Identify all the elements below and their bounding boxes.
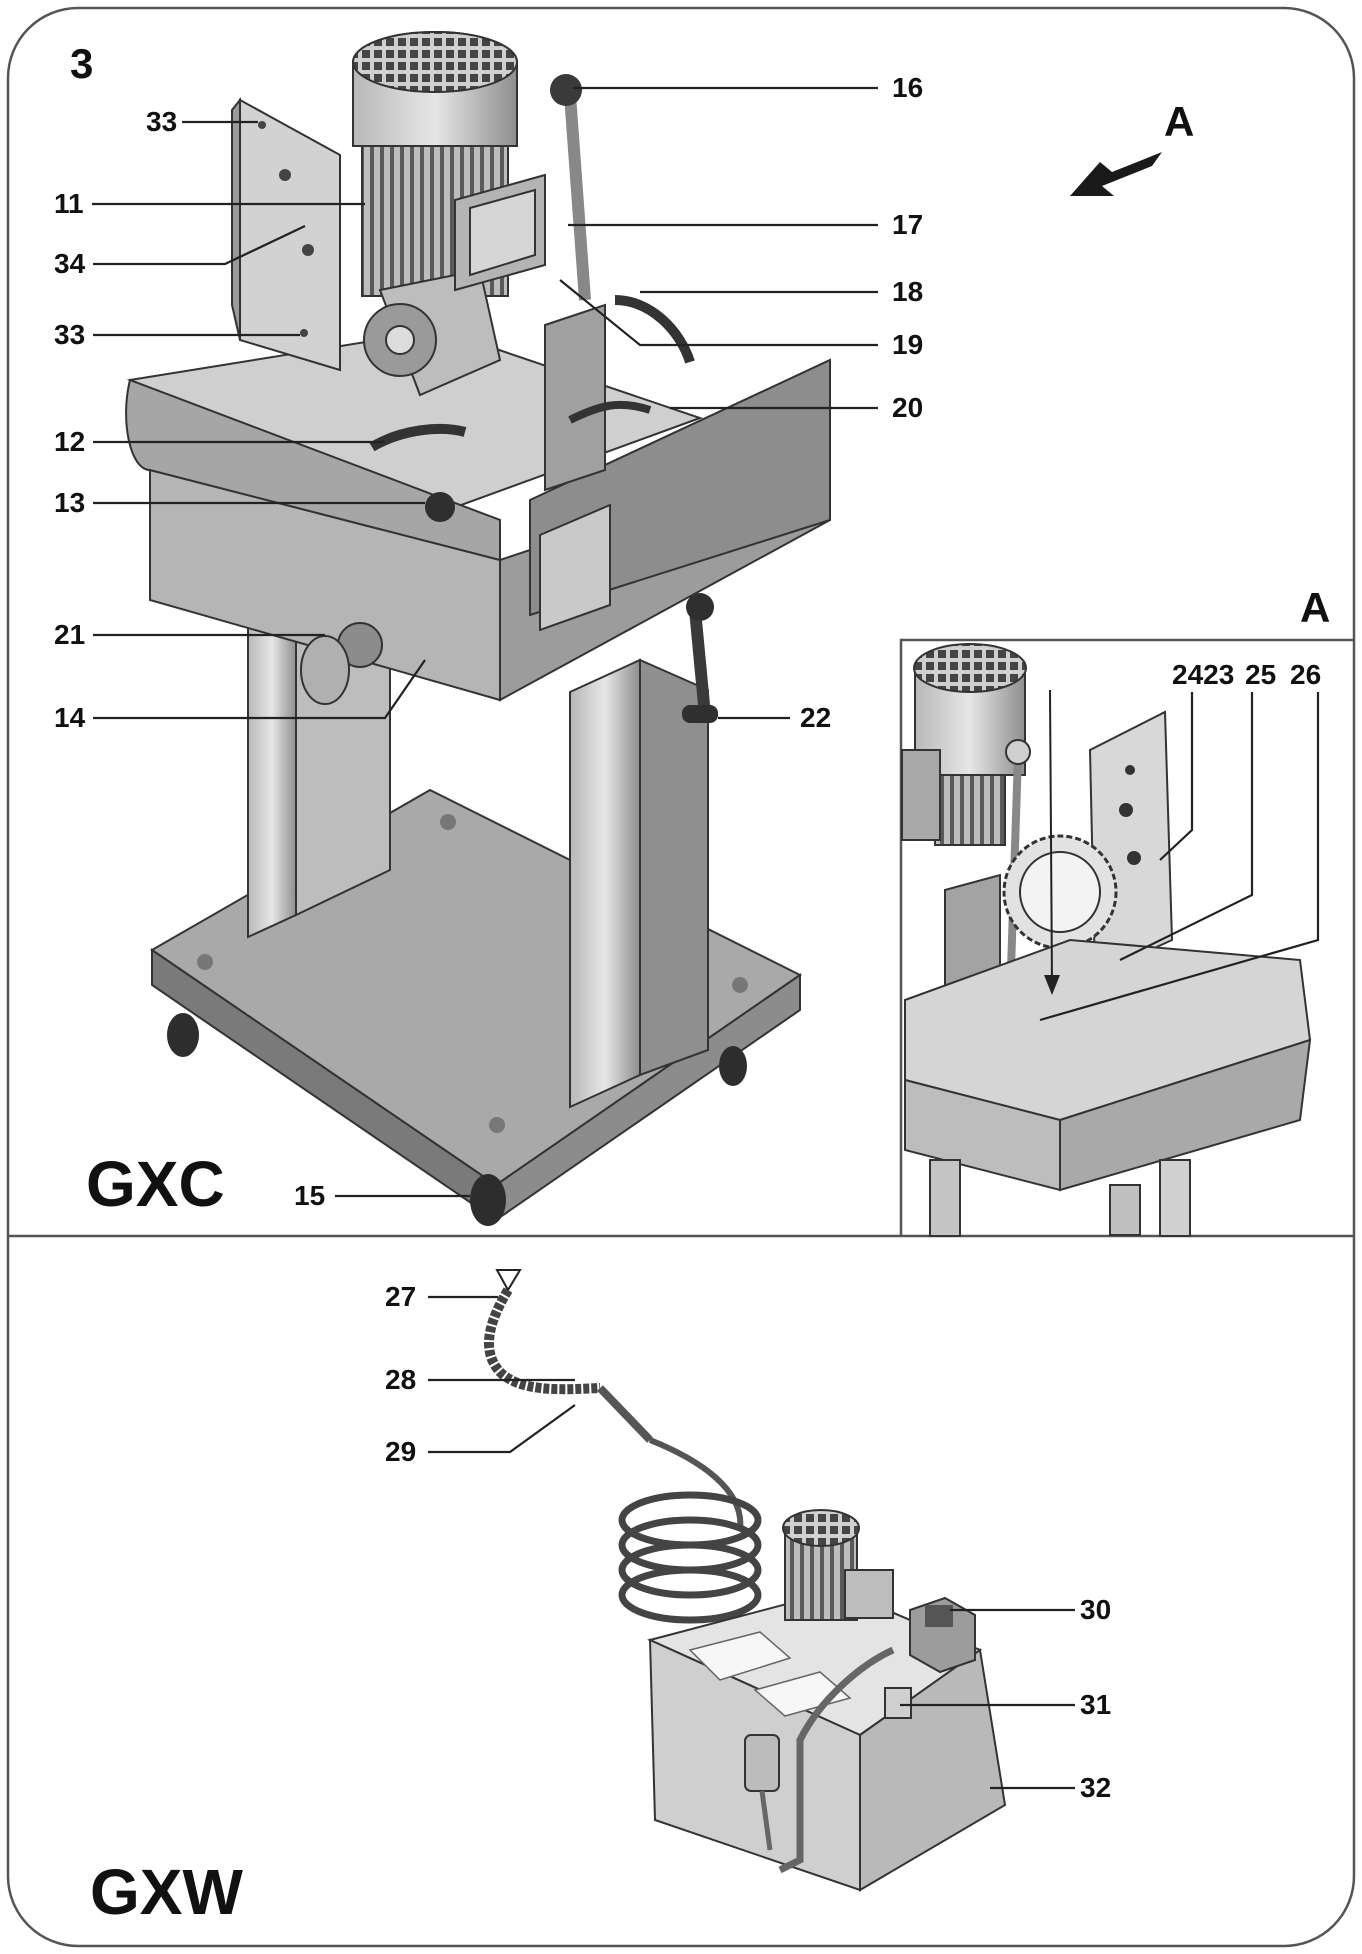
caster-wheel — [470, 1174, 506, 1226]
callout-32: 32 — [1080, 1772, 1111, 1803]
callout-25: 25 — [1245, 659, 1276, 690]
callout-22: 22 — [800, 702, 831, 733]
knob — [425, 492, 455, 522]
callout-16: 16 — [892, 72, 923, 103]
power-plug — [744, 1734, 780, 1792]
callout-33: 33 — [54, 319, 85, 350]
machine-label-gxc: GXC — [86, 1148, 225, 1220]
callout-27: 27 — [385, 1281, 416, 1312]
callout-21: 21 — [54, 619, 85, 650]
nozzle-tip — [495, 1269, 522, 1293]
callout-14: 14 — [54, 702, 86, 733]
coolant-tube — [648, 1437, 744, 1531]
machine-label-gxw: GXW — [90, 1856, 243, 1928]
callout-26: 26 — [1290, 659, 1321, 690]
callout-17: 17 — [892, 209, 923, 240]
callout-18: 18 — [892, 276, 923, 307]
detail-label: A — [1300, 584, 1330, 631]
back-mounting-plate — [239, 98, 341, 372]
callout-13: 13 — [54, 487, 85, 518]
view-arrow-label: A — [1164, 98, 1194, 145]
gxc-stand-illustration — [125, 31, 831, 1226]
figure-frame — [6, 6, 1356, 1948]
gxw-callouts: 27 28 29 30 31 32 — [385, 1281, 1111, 1803]
callout-29: 29 — [385, 1436, 416, 1467]
right-column — [569, 658, 641, 1109]
callout-30: 30 — [1080, 1594, 1111, 1625]
lever-rod — [564, 94, 591, 301]
flexible-hose — [484, 1287, 601, 1395]
gxc-callouts: 33 11 34 33 12 13 21 14 15 16 17 18 19 2… — [54, 72, 923, 1211]
figure-number: 3 — [70, 40, 93, 87]
crank-handle — [682, 705, 718, 723]
callout-31: 31 — [1080, 1689, 1111, 1720]
callout-12: 12 — [54, 426, 85, 457]
detail-view-a — [899, 638, 1354, 1237]
filler-neck — [884, 1687, 912, 1719]
gxw-coolant-unit-illustration — [484, 1269, 1007, 1892]
gxc-leader-lines — [92, 86, 878, 1198]
callout-33: 33 — [146, 106, 177, 137]
caster-wheel — [167, 1013, 199, 1057]
crank-arm — [689, 609, 711, 716]
caster-wheel — [719, 1046, 747, 1086]
slide-block — [544, 303, 606, 492]
callout-2423: 2423 — [1172, 659, 1234, 690]
gxw-leader-lines — [428, 1295, 1075, 1790]
callout-34: 34 — [54, 248, 86, 279]
lever-knob — [550, 74, 582, 106]
clamp-handle — [614, 295, 695, 364]
view-direction-arrow-icon — [1070, 152, 1162, 196]
callout-15: 15 — [294, 1180, 325, 1211]
callout-20: 20 — [892, 392, 923, 423]
callout-11: 11 — [54, 188, 84, 219]
callout-28: 28 — [385, 1364, 416, 1395]
callout-19: 19 — [892, 329, 923, 360]
